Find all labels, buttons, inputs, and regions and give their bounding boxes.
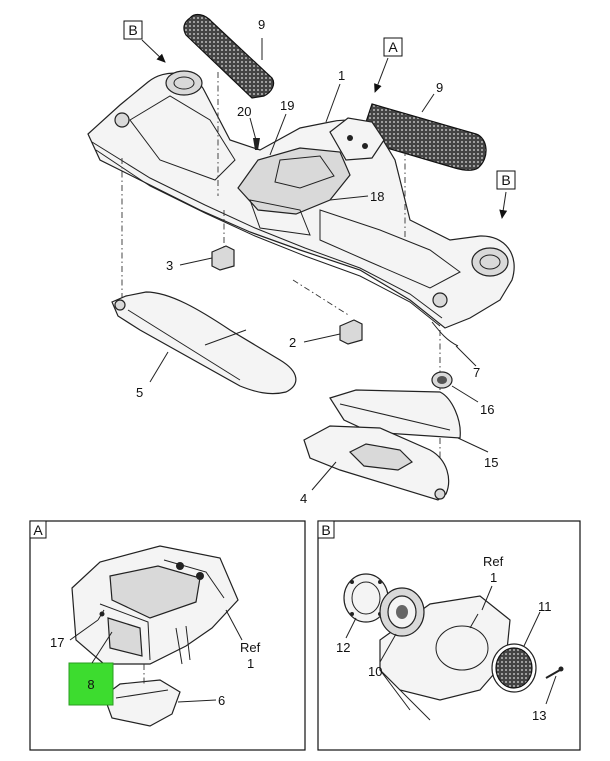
callout-19: 19 bbox=[280, 98, 294, 113]
leader-12 bbox=[345, 617, 357, 639]
leader-5 bbox=[149, 351, 169, 383]
leader-2 bbox=[303, 333, 341, 343]
leader-ref-b bbox=[469, 613, 479, 629]
callout-6: 6 bbox=[218, 693, 225, 708]
clip-2 bbox=[339, 319, 363, 345]
centerline-2 bbox=[292, 279, 351, 317]
callout-10: 10 bbox=[368, 664, 382, 679]
leader-8 bbox=[91, 631, 113, 664]
view-tag-b-top-left: B bbox=[123, 20, 166, 63]
callout-12: 12 bbox=[336, 640, 350, 655]
leader-19 bbox=[269, 113, 287, 156]
leader-13 bbox=[545, 675, 557, 705]
clip-3 bbox=[211, 245, 235, 271]
detail-a-ref-word: Ref bbox=[240, 640, 261, 655]
clip-20 bbox=[253, 138, 260, 150]
screw-13 bbox=[545, 666, 564, 679]
svg-text:A: A bbox=[33, 522, 43, 538]
callout-8: 8 bbox=[87, 677, 94, 692]
leader-7 bbox=[455, 345, 477, 367]
callout-2: 2 bbox=[289, 335, 296, 350]
leader-15 bbox=[457, 437, 489, 453]
view-tag-a-top: A bbox=[374, 37, 403, 93]
svg-text:A: A bbox=[388, 39, 398, 55]
speaker-10 bbox=[379, 587, 425, 637]
detail-a-panel: A bbox=[29, 520, 306, 751]
detail-a-ref-num: 1 bbox=[247, 656, 254, 671]
leader-10 bbox=[379, 633, 397, 663]
sun-visor-5 bbox=[111, 291, 297, 395]
highlight-callout-8[interactable]: 8 bbox=[68, 662, 114, 706]
svg-text:B: B bbox=[501, 172, 510, 188]
callout-13: 13 bbox=[532, 708, 546, 723]
callout-11: 11 bbox=[538, 599, 552, 614]
callout-17: 17 bbox=[50, 635, 64, 650]
callout-4: 4 bbox=[300, 491, 307, 506]
leader-9-right bbox=[421, 93, 435, 113]
callout-5: 5 bbox=[136, 385, 143, 400]
leader-3 bbox=[179, 257, 213, 266]
detail-b-ref-num: 1 bbox=[490, 570, 497, 585]
trim-7 bbox=[431, 321, 459, 347]
leader-20 bbox=[249, 117, 257, 141]
speaker-16 bbox=[431, 371, 453, 389]
callout-20: 20 bbox=[237, 104, 251, 119]
leader-1 bbox=[325, 83, 341, 123]
callout-15: 15 bbox=[484, 455, 498, 470]
callout-9-right: 9 bbox=[436, 80, 443, 95]
detail-b-panel: B bbox=[317, 520, 581, 751]
leader-17 bbox=[69, 619, 99, 641]
svg-text:B: B bbox=[128, 22, 137, 38]
leader-4 bbox=[311, 461, 337, 491]
leader-16 bbox=[451, 385, 479, 403]
callout-9-top: 9 bbox=[258, 17, 265, 32]
callout-18: 18 bbox=[370, 189, 384, 204]
speaker-grille-11 bbox=[491, 643, 537, 693]
leader-ref-a bbox=[225, 609, 243, 641]
sun-visor-4 bbox=[303, 425, 450, 501]
speaker-bezel-12 bbox=[343, 573, 389, 623]
overhead-console bbox=[87, 70, 515, 329]
callout-1: 1 bbox=[338, 68, 345, 83]
speaker-grille-right bbox=[359, 103, 487, 171]
speaker-grille-top bbox=[183, 13, 275, 99]
visor-cover-15 bbox=[329, 389, 461, 439]
detail-b-ref-word: Ref bbox=[483, 554, 504, 569]
callout-16: 16 bbox=[480, 402, 494, 417]
callout-7: 7 bbox=[473, 365, 480, 380]
svg-text:B: B bbox=[321, 522, 330, 538]
leader-18 bbox=[329, 195, 369, 201]
leader-6 bbox=[177, 699, 217, 703]
callout-3: 3 bbox=[166, 258, 173, 273]
view-tag-b-right: B bbox=[496, 170, 516, 219]
leader-11 bbox=[523, 611, 541, 647]
